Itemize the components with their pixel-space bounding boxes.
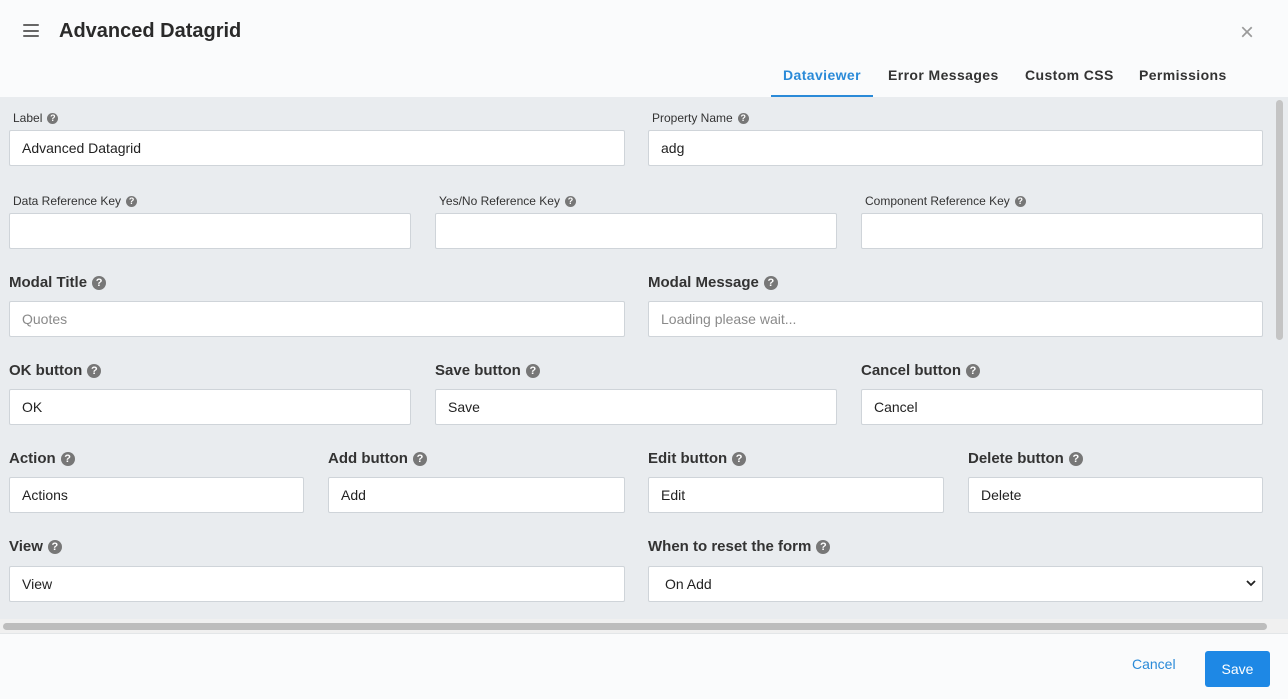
tab-bar: Dataviewer Error Messages Custom CSS Per… [0, 55, 1288, 97]
add-button-input[interactable]: Add [328, 477, 625, 513]
modal-footer: Cancel Save [0, 633, 1288, 699]
cancel-button[interactable]: Cancel [1132, 656, 1176, 672]
data-reference-key-input[interactable] [9, 213, 411, 249]
modal-title-label: Modal Title? [9, 274, 107, 291]
modal-title: Advanced Datagrid [59, 20, 242, 42]
action-label: Action? [9, 450, 75, 467]
delete-button-label: Delete button? [968, 450, 1083, 467]
cancel-button-input[interactable]: Cancel [861, 389, 1263, 425]
modal-message-input[interactable]: Loading please wait... [648, 301, 1263, 337]
help-icon[interactable]: ? [47, 539, 62, 554]
help-icon[interactable]: ? [60, 451, 75, 466]
add-button-label: Add button? [328, 450, 427, 467]
save-button-input[interactable]: Save [435, 389, 837, 425]
form-content: Label? Advanced Datagrid Property Name? … [0, 97, 1288, 633]
tab-custom-css[interactable]: Custom CSS [1025, 67, 1114, 83]
modal-header: Advanced Datagrid × Dataviewer Error Mes… [0, 0, 1288, 97]
view-input[interactable]: View [9, 566, 625, 602]
save-button-label: Save button? [435, 362, 540, 379]
cancel-button-label: Cancel button? [861, 362, 980, 379]
yes-no-reference-key-input[interactable] [435, 213, 837, 249]
component-reference-key-input[interactable] [861, 213, 1263, 249]
label-field-label: Label? [13, 111, 59, 125]
help-icon[interactable]: ? [763, 275, 778, 290]
hamburger-menu-icon[interactable] [23, 24, 39, 38]
yes-no-reference-key-label: Yes/No Reference Key? [439, 194, 576, 208]
property-name-label: Property Name? [652, 111, 749, 125]
reset-form-label: When to reset the form? [648, 538, 831, 555]
vertical-scrollbar[interactable] [1276, 100, 1283, 340]
action-input[interactable]: Actions [9, 477, 304, 513]
tab-dataviewer[interactable]: Dataviewer [771, 55, 873, 97]
save-button[interactable]: Save [1205, 651, 1270, 687]
chevron-down-icon [1246, 580, 1256, 587]
tab-error-messages[interactable]: Error Messages [888, 67, 999, 83]
help-icon[interactable]: ? [966, 363, 980, 378]
delete-button-input[interactable]: Delete [968, 477, 1263, 513]
edit-button-input[interactable]: Edit [648, 477, 944, 513]
help-icon[interactable]: ? [1068, 451, 1083, 466]
help-icon[interactable]: ? [126, 195, 138, 207]
label-input[interactable]: Advanced Datagrid [9, 130, 625, 166]
help-icon[interactable]: ? [1014, 195, 1026, 207]
help-icon[interactable]: ? [732, 451, 747, 466]
reset-form-selected-value: On Add [665, 576, 712, 592]
help-icon[interactable]: ? [412, 451, 427, 466]
help-icon[interactable]: ? [47, 112, 59, 124]
view-label: View? [9, 538, 62, 555]
data-reference-key-label: Data Reference Key? [13, 194, 138, 208]
property-name-input[interactable]: adg [648, 130, 1263, 166]
help-icon[interactable]: ? [525, 363, 540, 378]
tab-permissions[interactable]: Permissions [1139, 67, 1227, 83]
help-icon[interactable]: ? [87, 363, 102, 378]
help-icon[interactable]: ? [737, 112, 749, 124]
help-icon[interactable]: ? [92, 275, 107, 290]
close-icon[interactable]: × [1239, 19, 1254, 46]
ok-button-input[interactable]: OK [9, 389, 411, 425]
modal-message-label: Modal Message? [648, 274, 778, 291]
edit-button-label: Edit button? [648, 450, 747, 467]
ok-button-label: OK button? [9, 362, 102, 379]
reset-form-select[interactable]: On Add [648, 566, 1263, 602]
help-icon[interactable]: ? [816, 539, 831, 554]
modal-title-input[interactable]: Quotes [9, 301, 625, 337]
component-reference-key-label: Component Reference Key? [865, 194, 1026, 208]
horizontal-scrollbar[interactable] [3, 623, 1267, 630]
help-icon[interactable]: ? [564, 195, 576, 207]
